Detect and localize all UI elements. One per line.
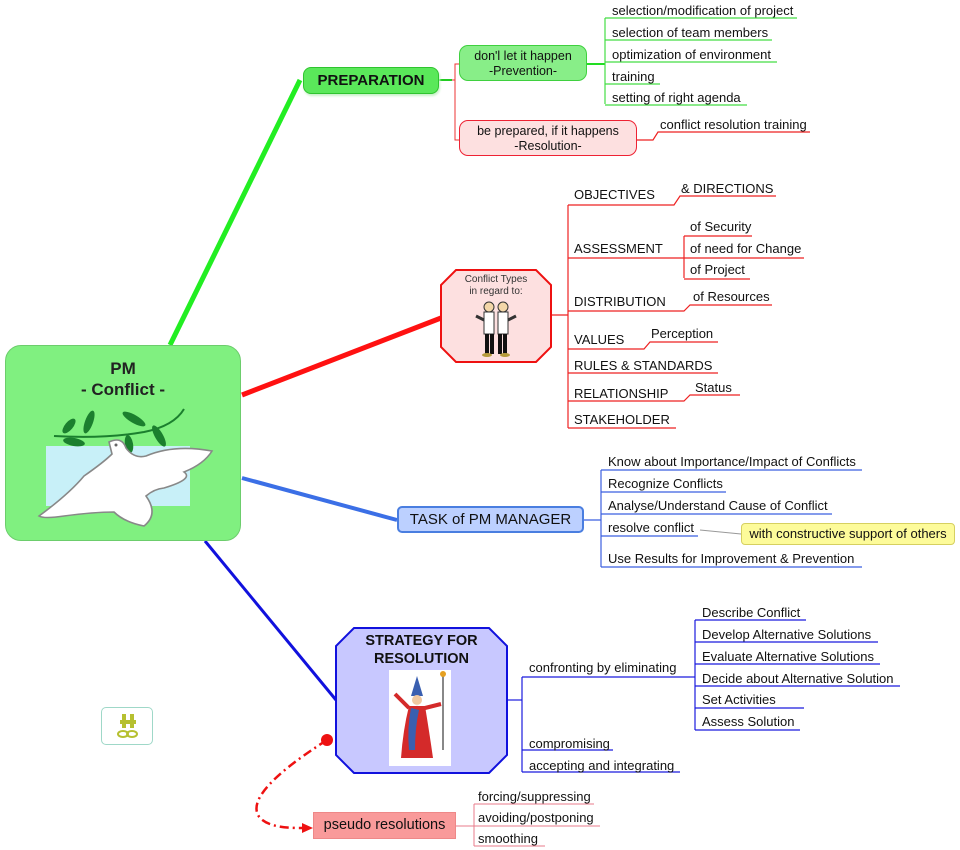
branch-preparation	[167, 78, 303, 347]
list-item[interactable]: Perception	[651, 326, 714, 341]
arguing-people-icon	[475, 301, 517, 357]
subtopic-resolution[interactable]: be prepared, if it happens -Resolution-	[459, 120, 637, 156]
list-item[interactable]: avoiding/postponing	[478, 810, 594, 825]
list-item[interactable]: Analyse/Understand Cause of Conflict	[608, 498, 828, 513]
list-item[interactable]: DISTRIBUTION	[574, 294, 666, 309]
branch-conflict-types	[241, 315, 442, 398]
conflict-types-title: Conflict Types in regard to:	[441, 274, 551, 298]
list-item[interactable]: OBJECTIVES	[574, 187, 655, 202]
central-title-line1: PM	[110, 359, 136, 378]
list-item[interactable]: setting of right agenda	[612, 90, 741, 105]
list-item[interactable]: Decide about Alternative Solution	[702, 671, 894, 686]
list-item[interactable]: Use Results for Improvement & Prevention	[608, 551, 855, 566]
conflict-types-shape	[440, 269, 552, 363]
central-topic[interactable]: PM - Conflict -	[5, 345, 241, 541]
list-item[interactable]: Know about Importance/Impact of Conflict…	[608, 454, 856, 469]
list-item[interactable]: training	[612, 69, 655, 84]
topic-task-pm-manager[interactable]: TASK of PM MANAGER	[397, 506, 584, 533]
list-item[interactable]: of Project	[690, 262, 745, 277]
list-item[interactable]: compromising	[529, 736, 610, 751]
list-item[interactable]: STAKEHOLDER	[574, 412, 670, 427]
list-item[interactable]: selection of team members	[612, 25, 769, 40]
list-item[interactable]: of need for Change	[690, 241, 802, 256]
list-item[interactable]: Evaluate Alternative Solutions	[702, 649, 874, 664]
list-item[interactable]: of Security	[690, 219, 752, 234]
branch-strategy	[203, 540, 338, 701]
list-item[interactable]: Set Activities	[702, 692, 776, 707]
map-legend-icon[interactable]	[101, 707, 153, 745]
list-item[interactable]: accepting and integrating	[529, 758, 675, 773]
list-item[interactable]: Recognize Conflicts	[608, 476, 723, 491]
list-item[interactable]: RELATIONSHIP	[574, 386, 669, 401]
list-item[interactable]: conflict resolution training	[660, 117, 807, 132]
list-item[interactable]: resolve conflict	[608, 520, 694, 535]
callout-note[interactable]: with constructive support of others	[741, 523, 955, 545]
list-item[interactable]: selection/modification of project	[612, 3, 794, 18]
figure-icon	[117, 714, 138, 738]
list-item[interactable]: ASSESSMENT	[574, 241, 663, 256]
list-item[interactable]: optimization of environment	[612, 47, 771, 62]
central-title: PM - Conflict -	[6, 358, 240, 400]
topic-conflict-types[interactable]: Conflict Types in regard to:	[441, 270, 551, 362]
prevention-line1: don'l let it happen	[474, 49, 572, 63]
list-item[interactable]: Status	[695, 380, 732, 395]
conflict-types-line2: in regard to:	[469, 286, 523, 297]
list-item[interactable]: of Resources	[693, 289, 770, 304]
list-item[interactable]: confronting by eliminating	[529, 660, 677, 675]
resolution-line2: -Resolution-	[514, 139, 582, 153]
topic-strategy-resolution[interactable]: STRATEGY FOR RESOLUTION	[336, 628, 507, 773]
branch-task	[241, 476, 398, 522]
list-item[interactable]: VALUES	[574, 332, 625, 347]
list-item[interactable]: & DIRECTIONS	[681, 181, 774, 196]
wizard-icon	[389, 670, 451, 766]
strategy-title: STRATEGY FOR RESOLUTION	[336, 632, 507, 668]
resolution-line1: be prepared, if it happens	[477, 124, 619, 138]
topic-preparation[interactable]: PREPARATION	[303, 67, 439, 94]
topic-pseudo-resolutions[interactable]: pseudo resolutions	[313, 812, 456, 839]
list-item[interactable]: forcing/suppressing	[478, 789, 591, 804]
dove-icon	[37, 408, 214, 527]
list-item[interactable]: Assess Solution	[702, 714, 795, 729]
list-item[interactable]: Describe Conflict	[702, 605, 801, 620]
list-item[interactable]: smoothing	[478, 831, 538, 846]
subtopic-prevention[interactable]: don'l let it happen -Prevention-	[459, 45, 587, 81]
conflict-types-line1: Conflict Types	[464, 274, 528, 285]
strategy-line1: STRATEGY FOR	[365, 633, 478, 649]
list-item[interactable]: Develop Alternative Solutions	[702, 627, 872, 642]
strategy-line2: RESOLUTION	[373, 651, 470, 667]
prevention-line2: -Prevention-	[488, 64, 558, 78]
list-item[interactable]: RULES & STANDARDS	[574, 358, 713, 373]
central-title-line2: - Conflict -	[80, 380, 166, 399]
